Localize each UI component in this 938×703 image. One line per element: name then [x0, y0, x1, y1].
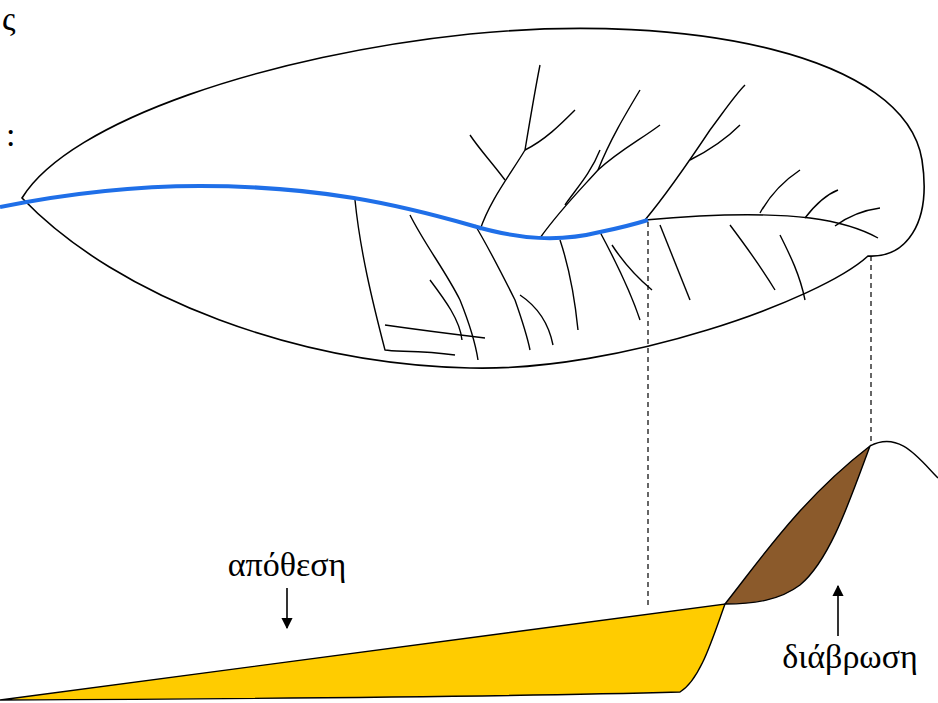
projection-line	[647, 222, 648, 606]
tributaries	[355, 65, 880, 360]
cropped-colon: :	[6, 118, 15, 152]
cropped-letter: ς	[2, 2, 15, 36]
hill-profile	[870, 441, 938, 478]
erosion-label: διάβρωση	[782, 640, 918, 674]
basin-outline	[22, 28, 924, 368]
pointer-arrow	[286, 588, 288, 628]
deposition-wedge	[0, 604, 725, 700]
deposition-label: απόθεση	[228, 548, 347, 582]
erosion-lens	[725, 446, 870, 604]
pointer-arrow	[837, 586, 839, 636]
projection-line	[870, 256, 871, 446]
main-river	[0, 186, 648, 238]
